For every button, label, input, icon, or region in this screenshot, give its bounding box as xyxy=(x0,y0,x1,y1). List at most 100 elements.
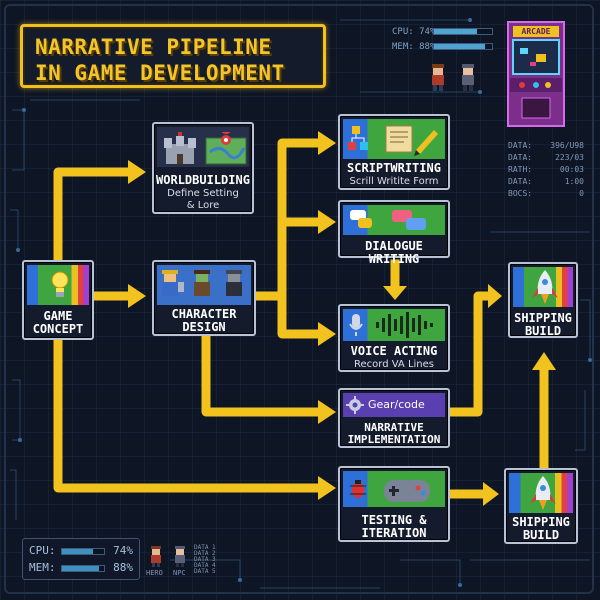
chat-bubbles-icon xyxy=(392,210,426,230)
gear-icon xyxy=(346,396,364,414)
tiny-data-item: DATA 2 xyxy=(194,550,216,557)
stat-value: 223/03 xyxy=(555,153,584,162)
node-dialogue-writing[interactable]: DIALOGUE WRITING xyxy=(338,200,450,266)
stat-row: BOCS: 0 xyxy=(508,188,584,200)
node-sub: Scrill Writite Form xyxy=(349,176,439,187)
knight-icon xyxy=(162,270,184,296)
scroll-icon xyxy=(385,125,413,153)
cpu-bar-top xyxy=(433,28,493,35)
tiny-data-list: DATA 1 DATA 2 DATA 3 DATA 4 DATA 5 xyxy=(194,545,216,575)
testing-icons xyxy=(350,480,430,502)
node-label: NARRATIVE xyxy=(364,421,424,434)
node-testing-iteration[interactable]: TESTING & ITERATION xyxy=(338,466,450,542)
hero-sprite xyxy=(151,546,161,567)
node-sub: Record VA Lines xyxy=(354,359,434,370)
node-sub: & Lore xyxy=(186,200,220,211)
rocket-icon xyxy=(530,476,556,510)
node-character-design[interactable]: CHARACTER DESIGN xyxy=(152,260,256,336)
outer-frame xyxy=(4,4,594,594)
stat-key: DATA: xyxy=(508,153,533,162)
node-voice-acting[interactable]: VOICE ACTING Record VA Lines xyxy=(338,304,450,372)
node-label: TESTING & xyxy=(361,513,427,527)
rocket-icon xyxy=(532,270,558,304)
resource-hud: CPU: 74% MEM: 88% xyxy=(22,538,140,580)
cpu-value: 74% xyxy=(113,544,133,557)
stat-key: BOCS: xyxy=(508,189,533,198)
node-label: BUILD xyxy=(524,324,562,338)
npc-caption: NPC xyxy=(173,569,186,577)
node-worldbuilding[interactable]: WORLDBUILDING Define Setting & Lore xyxy=(152,122,254,214)
stat-value: 00:03 xyxy=(559,165,584,174)
mem-bar xyxy=(61,565,105,572)
node-label: SCRIPTWRITING xyxy=(347,161,441,175)
mem-bar-fill xyxy=(62,566,99,571)
gamepad-icon xyxy=(384,480,430,502)
node-game-concept[interactable]: GAME CONCEPT xyxy=(22,260,94,340)
node-label: BUILD xyxy=(522,528,560,542)
scriptwriting-icons xyxy=(348,125,438,156)
cpu-bar-top-fill xyxy=(434,29,477,34)
node-label: IMPLEMENTATION xyxy=(347,433,441,446)
speech-bubbles-icon xyxy=(350,210,372,228)
npc-sprite-top xyxy=(462,64,474,91)
tiny-data-item: DATA 3 xyxy=(194,556,216,563)
node-label: VOICE ACTING xyxy=(350,344,438,358)
arcade-marquee: ARCADE xyxy=(513,26,559,37)
cpu-readout-top: CPU: 74% xyxy=(392,27,436,37)
npc-sprite xyxy=(175,546,185,567)
mem-label: MEM: xyxy=(29,561,56,574)
node-label: GAME xyxy=(43,309,73,323)
lightbulb-icon xyxy=(51,271,69,297)
rogue-icon xyxy=(226,270,242,296)
bug-icon xyxy=(350,480,366,498)
node-label: CHARACTER xyxy=(171,307,237,321)
cpu-label: CPU: xyxy=(29,544,56,557)
node-sub: Define Setting xyxy=(167,188,239,199)
stat-key: DATA: xyxy=(508,141,533,150)
title-box: NARRATIVE PIPELINE IN GAME DEVELOPMENT xyxy=(20,24,326,88)
stat-value: 1:00 xyxy=(564,177,584,186)
title-line-1: NARRATIVE PIPELINE xyxy=(35,35,272,59)
mem-bar-top-fill xyxy=(434,44,486,49)
node-scriptwriting[interactable]: SCRIPTWRITING Scrill Writite Form xyxy=(338,114,450,190)
node-label: SHIPPING xyxy=(514,311,572,325)
node-label: CONCEPT xyxy=(32,322,84,336)
stat-value: 396/U98 xyxy=(550,141,584,150)
hero-caption: HERO xyxy=(146,569,163,577)
voice-icons xyxy=(349,312,433,338)
stat-row: RATH: 00:03 xyxy=(508,164,584,176)
mem-readout-top: MEM: 88% xyxy=(392,42,436,52)
tiny-data-item: DATA 1 xyxy=(194,544,216,551)
castle-icon xyxy=(164,132,196,164)
stat-row: DATA: 223/03 xyxy=(508,152,584,164)
node-tag: Gear/code xyxy=(368,398,425,411)
stats-panel: DATA: 396/U98 DATA: 223/03 RATH: 00:03 DATA… xyxy=(508,140,584,200)
stat-key: RATH: xyxy=(508,165,533,174)
character-sprites xyxy=(162,270,242,296)
node-shipping-build-top[interactable]: SHIPPING BUILD xyxy=(508,262,578,338)
waveform-icon xyxy=(376,312,433,338)
orc-icon xyxy=(194,270,210,296)
pencil-icon xyxy=(414,130,438,156)
node-shipping-build-bottom[interactable]: SHIPPING BUILD xyxy=(504,468,578,544)
hero-sprite-top xyxy=(432,64,444,91)
stat-row: DATA:1:00 xyxy=(508,176,584,188)
tiny-data-item: DATA 5 xyxy=(194,568,216,575)
mem-value: 88% xyxy=(113,561,133,574)
stat-row: DATA: 396/U98 xyxy=(508,140,584,152)
node-label: DIALOGUE WRITING xyxy=(365,239,423,266)
mem-bar-top xyxy=(433,43,493,50)
cpu-bar xyxy=(61,548,105,555)
node-label: DESIGN xyxy=(182,320,226,334)
stat-value: 0 xyxy=(579,189,584,198)
cpu-bar-fill xyxy=(62,549,94,554)
tiny-data-item: DATA 4 xyxy=(194,562,216,569)
node-narrative-implementation[interactable]: Gear/code NARRATIVE IMPLEMENTATION xyxy=(338,388,450,448)
map-icon xyxy=(205,132,247,165)
title-line-2: IN GAME DEVELOPMENT xyxy=(35,61,285,85)
